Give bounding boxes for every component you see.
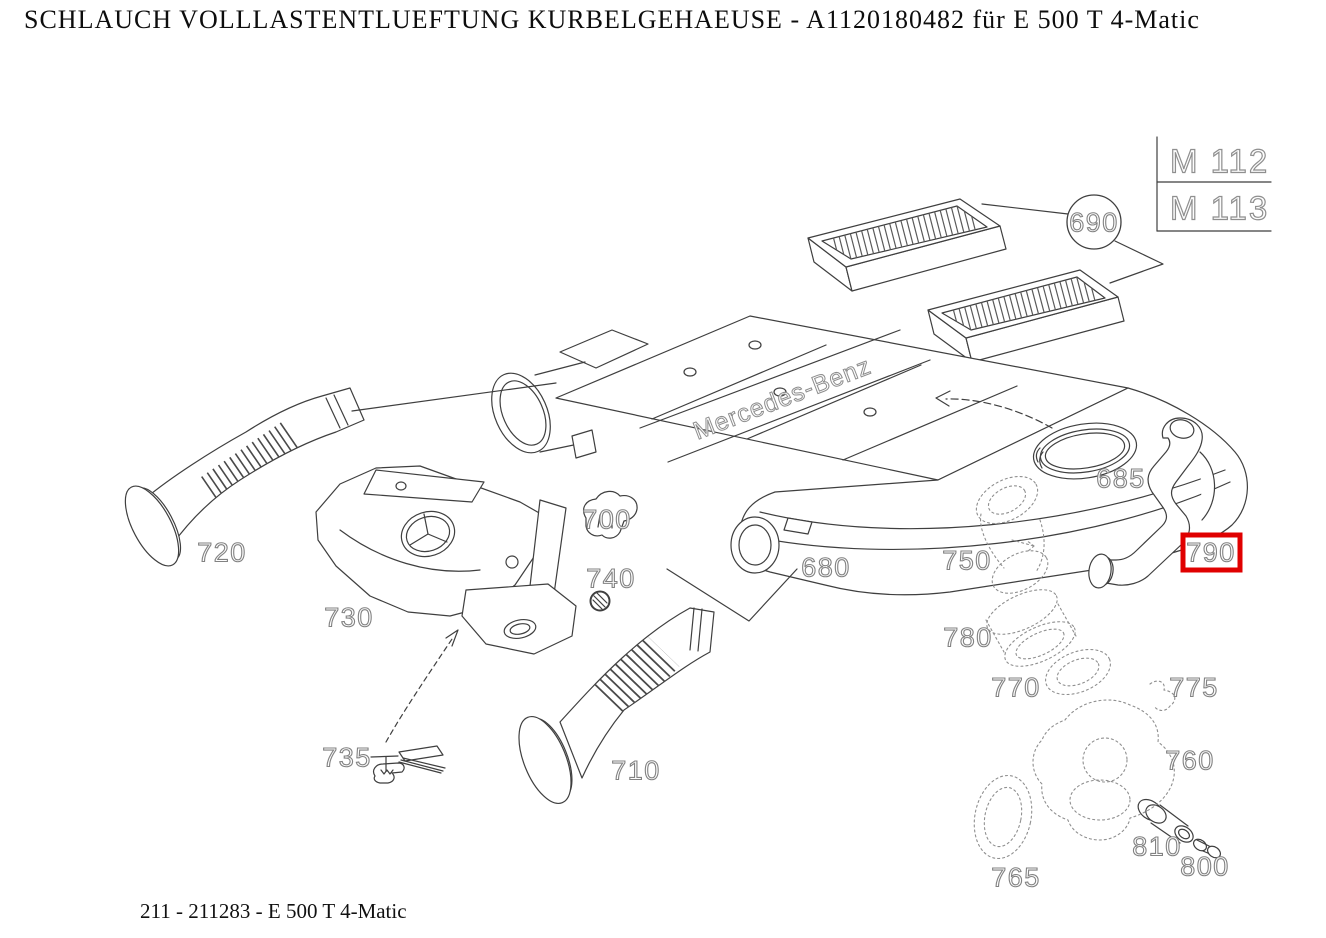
part-label-790[interactable]: 790 (1186, 537, 1236, 568)
footer-caption: 211 - 211283 - E 500 T 4-Matic (140, 899, 407, 923)
part-label-750[interactable]: 750 (942, 545, 992, 576)
grommet-740-art (589, 590, 611, 612)
balloon-circle-690[interactable] (1066, 194, 1122, 250)
ring-765-ghost (973, 774, 1033, 860)
seal-ring-685-art (1032, 422, 1138, 480)
mercedes-star-icon (400, 510, 456, 558)
clip-700-art (583, 490, 638, 539)
part-label-775[interactable]: 775 (1169, 672, 1219, 703)
air-cleaner-housing-art (491, 315, 1248, 596)
pipe-800-art (1192, 838, 1222, 859)
maf-sensor-750-ghost (975, 475, 1049, 594)
page-title: SCHLAUCH VOLLLASTENTLUEFTUNG KURBELGEHAE… (24, 5, 1200, 34)
part-labels: 720 730 735 700 740 710 680 690 685 790 750 780 770 7… (197, 194, 1243, 893)
seal-strip-735-art (370, 745, 446, 784)
leader-lines (351, 382, 1053, 743)
part-label-810[interactable]: 810 (1132, 831, 1182, 862)
throttle-body-760-ghost (1032, 699, 1175, 841)
part-label-710[interactable]: 710 (611, 755, 661, 786)
part-label-780[interactable]: 780 (943, 622, 993, 653)
part-label-740[interactable]: 740 (586, 563, 636, 594)
engine-code-m112[interactable]: M 112 (1169, 142, 1269, 180)
part-label-700[interactable]: 700 (582, 504, 632, 535)
engine-cover-730-art (315, 465, 577, 655)
balloon-690-leaders (981, 203, 1164, 284)
intake-hose-710-art (518, 607, 715, 804)
ring-770-ghost (1045, 648, 1111, 696)
part-label-800[interactable]: 800 (1180, 851, 1230, 882)
part-label-735[interactable]: 735 (322, 742, 372, 773)
engine-code-m113[interactable]: M 113 (1169, 189, 1269, 227)
part-label-730[interactable]: 730 (324, 602, 374, 633)
air-filter-element-1-art (807, 198, 1007, 292)
intake-hose-720-art (124, 387, 365, 567)
pipe-810-art (1137, 798, 1194, 844)
engine-code-box (1156, 136, 1272, 232)
part-label-760[interactable]: 760 (1165, 745, 1215, 776)
clip-775-ghost (1149, 680, 1176, 712)
part-label-765[interactable]: 765 (991, 862, 1041, 893)
part-label-690[interactable]: 690 (1069, 207, 1119, 238)
vent-hose-790-art (1088, 417, 1203, 589)
part-label-720[interactable]: 720 (197, 537, 247, 568)
part-label-770[interactable]: 770 (991, 672, 1041, 703)
air-filter-element-2-art (927, 269, 1125, 363)
highlight-box-790 (1180, 532, 1243, 573)
part-label-685[interactable]: 685 (1096, 463, 1146, 494)
part-label-680[interactable]: 680 (801, 552, 851, 583)
duct-780-ghost (985, 589, 1077, 667)
